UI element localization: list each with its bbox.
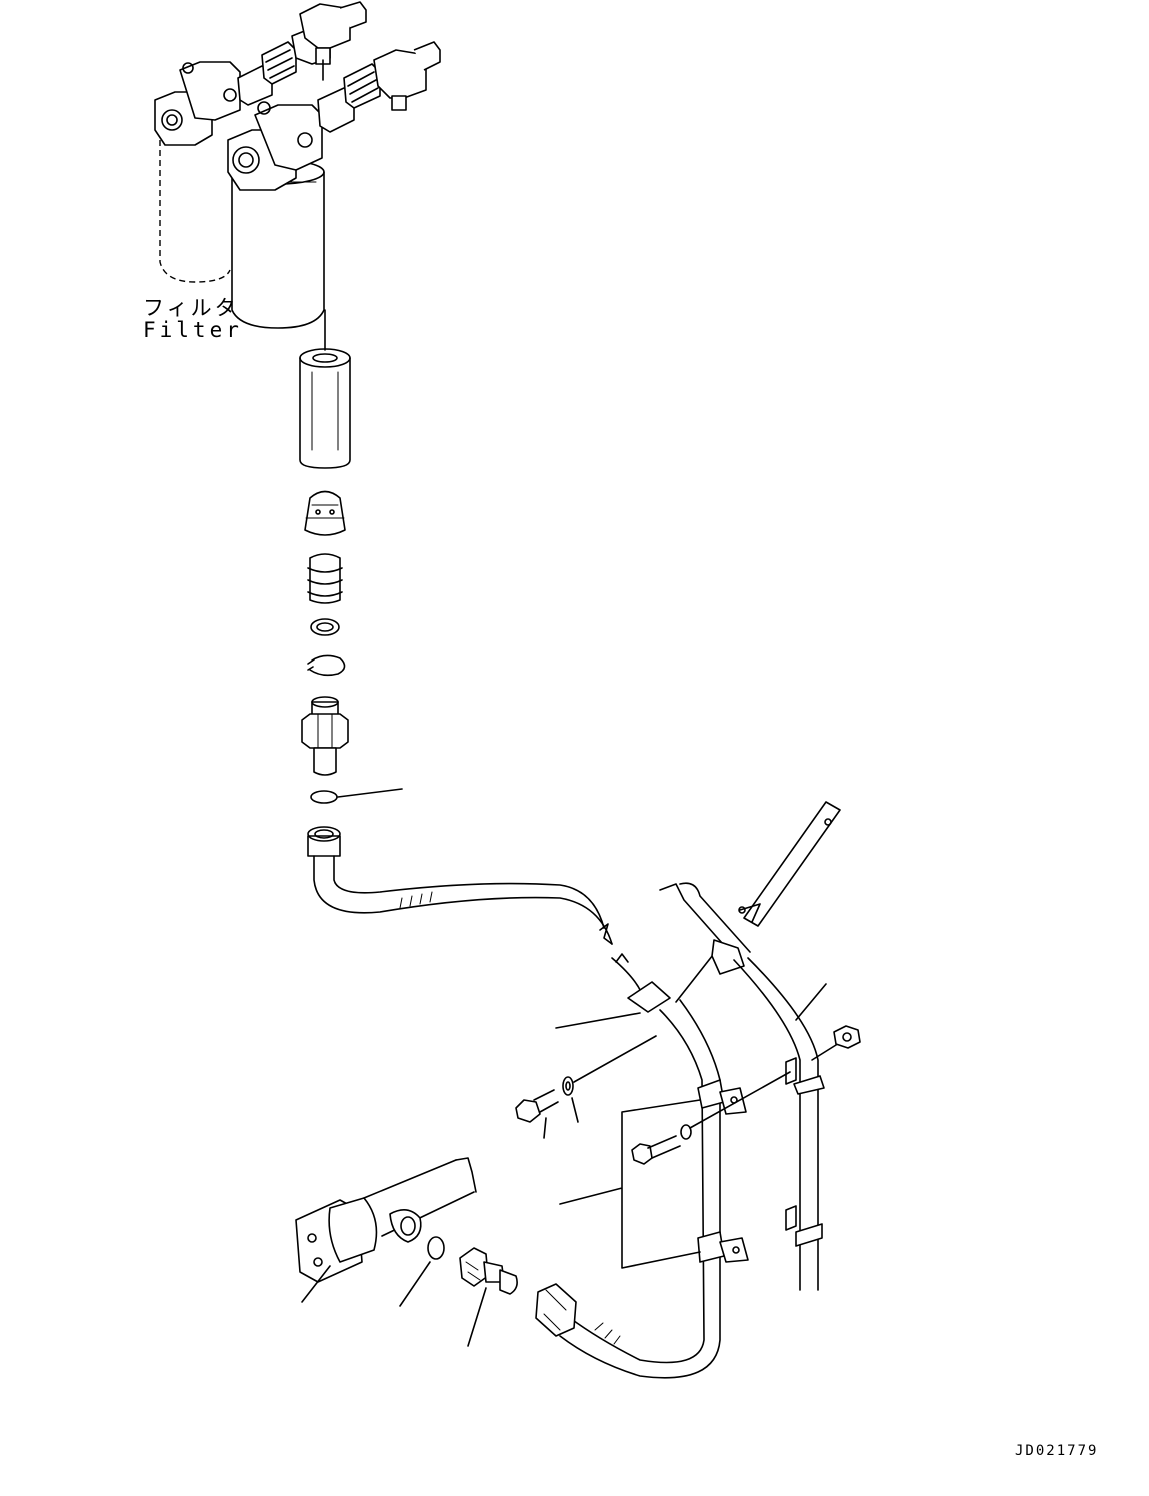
clamp-upper: [697, 1079, 747, 1115]
hose-upper: [307, 826, 613, 945]
filter-front: [227, 41, 441, 329]
clamp-lower: [697, 1231, 749, 1263]
drawing-code: JD021779: [1015, 1443, 1099, 1459]
support-tube: [659, 882, 825, 1291]
nut: [833, 1025, 861, 1049]
snap-ring: [307, 654, 346, 677]
stay-bracket: [738, 801, 841, 927]
filter-label-japanese: フィルタ: [143, 296, 239, 320]
pump-block: [295, 1157, 477, 1303]
pressure-sensor: [459, 1247, 518, 1347]
clamp-bolt: [631, 1071, 791, 1165]
element-cartridge: [299, 348, 351, 469]
washer: [310, 618, 340, 636]
valve-plug: [304, 490, 346, 536]
filter-rear: [154, 1, 367, 283]
bracket-bolt: [515, 1076, 579, 1139]
filter-label-english: Filter: [143, 318, 243, 342]
spring: [307, 553, 343, 604]
adapter-fitting: [301, 696, 349, 776]
o-ring-upper: [310, 788, 403, 804]
o-ring-lower: [399, 1236, 445, 1307]
hose-lower: [535, 953, 721, 1379]
